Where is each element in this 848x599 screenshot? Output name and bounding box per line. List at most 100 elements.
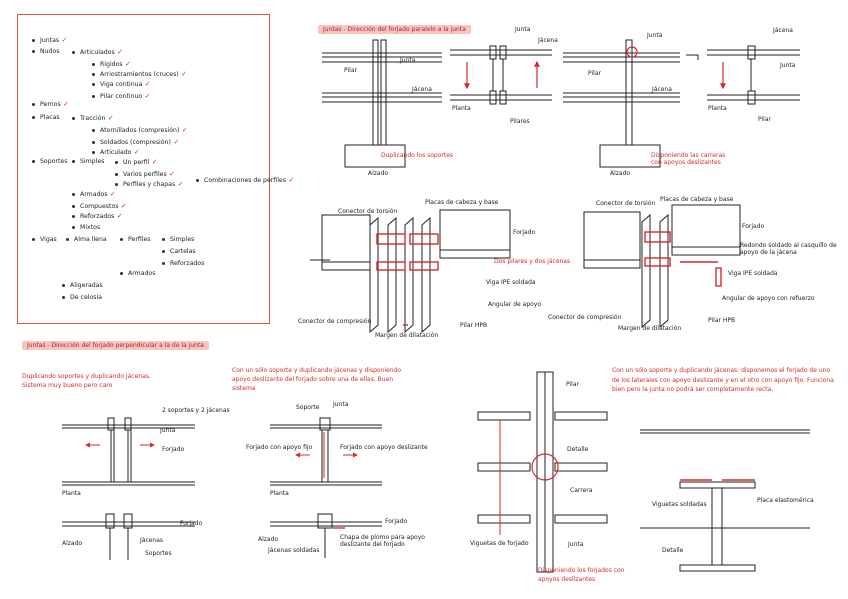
outline-item: Alma llena: [66, 236, 107, 243]
r3d-margen: Margen de dilatación: [618, 325, 682, 332]
top-label-jacena-4: Jácena: [773, 27, 793, 34]
bottom-col1-elevation: [62, 513, 195, 560]
b1-note: Duplicando soportes y duplicando jácenas…: [22, 373, 151, 389]
outline-item: Mixtos: [72, 224, 100, 231]
b1-soportes-jacenas: 2 soportes y 2 jácenas: [162, 407, 230, 414]
outline-item: Cartelas: [162, 248, 196, 255]
b3-detalle: Detalle: [567, 446, 589, 453]
check-icon: ✓: [142, 80, 151, 88]
outline-item: Placas: [32, 114, 60, 121]
outline-item: Simples: [162, 236, 194, 243]
b2-forjado: Forjado: [385, 518, 408, 525]
top-label-junta-1: Junta: [515, 26, 531, 33]
b3-disponiendo: Disponiendo los forjados con apoyos desl…: [538, 567, 625, 583]
outline-item: Compuestos ✓: [72, 202, 127, 210]
b2-jacenas-soldadas: Jácenas soldadas: [268, 547, 320, 554]
outline-item: Tracción ✓: [72, 114, 114, 122]
top-elevation-sliding: [563, 39, 699, 168]
b2-chapa: Chapa de plomo para apoyo deslizante del…: [340, 534, 425, 548]
outline-item: Atornillados (compresión) ✓: [92, 126, 188, 134]
top-label-duplicando: Duplicando los soportes: [381, 152, 454, 159]
top-label-junta-4: Junta: [780, 62, 796, 69]
top-elevation-duplicate: [322, 39, 442, 168]
outline-item: Perfiles y chapas ✓: [115, 180, 183, 188]
outline-item: Un perfil ✓: [115, 158, 158, 166]
outline-item: Vigas: [32, 236, 57, 243]
check-icon: ✓: [59, 36, 68, 44]
outline-item: Armados ✓: [72, 190, 116, 198]
l3d-conector-compresion: Conector de compresión: [298, 318, 372, 325]
b1-forjado-2: Forjado: [180, 520, 203, 527]
top-label-jacena-3: Jácena: [652, 86, 672, 93]
outline-item: Viga continua ✓: [92, 80, 151, 88]
l3d-angular: Angular de apoyo: [488, 301, 542, 308]
bottom-section-title: Juntas - Dirección del forjado perpendic…: [22, 341, 209, 350]
r3d-viga-ipe: Viga IPE soldada: [728, 270, 778, 277]
r3d-pilar-hpb: Pilar HPB: [708, 317, 736, 324]
b1-jacenas: Jácenas: [140, 537, 164, 544]
outline-item: Reforzados: [162, 260, 204, 267]
l3d-viga-ipe: Viga IPE soldada: [486, 279, 536, 286]
check-icon: ✓: [142, 92, 151, 100]
check-icon: ✓: [60, 100, 69, 108]
b2-note: Con un sólo soporte y duplicando jácenas…: [232, 367, 402, 392]
top-label-alzado-2: Alzado: [610, 170, 631, 177]
bottom-col2-elevation: [270, 513, 382, 558]
b3-viguetas: Viguetas de forjado: [470, 540, 529, 547]
outline-item: Pernos ✓: [32, 100, 69, 108]
bottom-col3-plan: [477, 371, 608, 573]
outline-item: Pilar continuo ✓: [92, 92, 151, 100]
check-icon: ✓: [179, 126, 188, 134]
b2-junta: Junta: [333, 401, 349, 408]
top-plan-sliding: [707, 45, 800, 105]
b3-pilar: Pilar: [566, 381, 579, 388]
b1-junta: Junta: [160, 427, 176, 434]
l3d-placas: Placas de cabeza y base: [425, 199, 499, 206]
outline-item: Rígidos ✓: [92, 60, 131, 68]
check-icon: ✓: [170, 138, 180, 146]
b4-note: Con un sólo soporte y duplicando jácenas…: [612, 367, 834, 394]
check-icon: ✓: [149, 158, 158, 166]
top-label-pilar-1: Pilar: [344, 67, 357, 74]
b1-alzado: Alzado: [62, 540, 83, 547]
r3d-redondo: Redondo soldado al casquillo de apoyo de…: [740, 242, 837, 256]
top-plan-duplicate: [450, 45, 552, 105]
check-icon: ✓: [118, 202, 127, 210]
outline-item: De celosía: [62, 294, 102, 301]
outline-item: Articulados ✓: [72, 48, 123, 56]
b1-planta: Planta: [62, 490, 81, 497]
b1-soportes: Soportes: [145, 550, 172, 557]
top-section-title: Juntas - Dirección del forjado paralelo …: [318, 25, 471, 34]
bottom-col4-detail: [640, 429, 810, 572]
top-3d-right: [583, 204, 741, 329]
top-label-planta-2: Planta: [708, 105, 727, 112]
b1-forjado: Forjado: [162, 446, 185, 453]
outline-item: Nudos: [32, 48, 60, 55]
l3d-forjado: Forjado: [513, 229, 536, 236]
check-icon: ✓: [175, 180, 184, 188]
outline-item: Reforzados ✓: [72, 212, 123, 220]
outline-item: Simples: [72, 158, 104, 165]
check-icon: ✓: [122, 60, 131, 68]
b2-soporte: Soporte: [296, 404, 320, 411]
check-icon: ✓: [114, 48, 124, 56]
b3-carrera: Carrera: [570, 487, 593, 494]
top-label-planta-1: Planta: [452, 105, 471, 112]
check-icon: ✓: [114, 212, 123, 220]
top-label-junta-3: Junta: [647, 32, 663, 39]
outline-box: [17, 14, 270, 324]
l3d-dos-pilares: Dos pilares y dos jácenas: [494, 258, 571, 265]
outline-item: Arriostramientos (cruces) ✓: [92, 70, 187, 78]
outline-item: Armados: [120, 270, 155, 277]
r3d-conector-compresion: Conector de compresión: [548, 314, 622, 321]
check-icon: ✓: [178, 70, 188, 78]
bottom-col2-plan: [270, 417, 382, 486]
bottom-col1-plan: [62, 417, 195, 486]
b2-alzado: Alzado: [258, 536, 279, 543]
top-label-junta-2: Junta: [400, 57, 416, 64]
top-label-pilares: Pilares: [510, 118, 530, 125]
outline-item: Soldados (compresión) ✓: [92, 138, 179, 146]
outline-item: Perfiles: [120, 236, 151, 243]
top-label-jacena-1: Jácena: [412, 86, 432, 93]
